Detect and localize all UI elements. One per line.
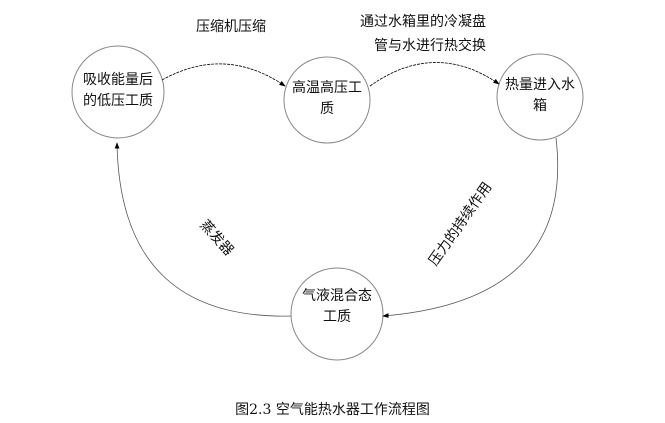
edge-label-exchange-1: 通过水箱里的冷凝盘 bbox=[360, 14, 486, 30]
node-water-tank: 热量进入水 箱 bbox=[494, 75, 586, 117]
arrow-evaporator bbox=[114, 142, 292, 317]
node-label-line: 工质 bbox=[323, 309, 351, 325]
node-label-line: 高温高压工 bbox=[292, 80, 362, 96]
node-label-line: 的低压工质 bbox=[83, 93, 153, 109]
arrow-exchange bbox=[369, 62, 500, 87]
node-label-line: 箱 bbox=[533, 98, 547, 114]
node-label-line: 质 bbox=[320, 101, 334, 117]
node-high-temp: 高温高压工 质 bbox=[281, 78, 373, 120]
node-circle-high-temp bbox=[283, 56, 371, 144]
node-label-line: 吸收能量后 bbox=[83, 72, 153, 88]
edge-label-exchange-2: 管与水进行热交换 bbox=[374, 38, 486, 54]
edge-label-compress: 压缩机压缩 bbox=[196, 19, 266, 35]
node-low-pressure: 吸收能量后 的低压工质 bbox=[72, 70, 164, 112]
arrow-pressure bbox=[382, 137, 559, 318]
node-label-line: 气液混合态 bbox=[302, 288, 372, 304]
figure-caption: 图2.3 空气能热水器工作流程图 bbox=[235, 402, 430, 418]
node-mixed-state: 气液混合态 工质 bbox=[291, 286, 383, 328]
arrow-compress bbox=[161, 63, 286, 87]
node-circle-water-tank bbox=[496, 53, 584, 141]
node-circle-low-pressure bbox=[71, 45, 165, 139]
node-label-line: 热量进入水 bbox=[505, 77, 575, 93]
